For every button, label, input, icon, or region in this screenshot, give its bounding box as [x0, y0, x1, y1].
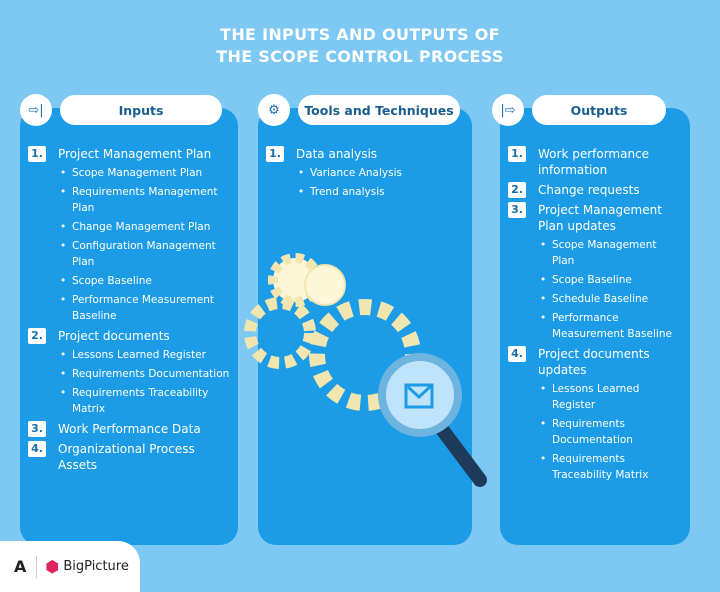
- tools-card: 1. Data analysisVariance AnalysisTrend an…: [258, 108, 472, 545]
- brand-logo: A ⬢ BigPicture: [0, 541, 140, 592]
- list-item: 4. Organizational Process Assets: [28, 441, 230, 473]
- outputs-label: Outputs: [532, 95, 666, 125]
- sub-item: Scope Baseline: [508, 272, 682, 288]
- outputs-header: |⇨ Outputs: [492, 94, 666, 126]
- item-text: Work Performance Data: [58, 422, 201, 436]
- sub-item: Scope Management Plan: [28, 165, 230, 181]
- item-text: Work performance information: [538, 147, 650, 177]
- inputs-card: 1. Project Management PlanScope Managemen…: [20, 108, 238, 545]
- input-arrow-icon: ⇨|: [20, 94, 52, 126]
- item-text: Organizational Process Assets: [58, 442, 195, 472]
- page-title: THE INPUTS AND OUTPUTS OF THE SCOPE CONT…: [216, 25, 504, 66]
- sub-item: Performance Measurement Baseline: [28, 292, 230, 324]
- gears-magnifier-illustration: [244, 253, 487, 487]
- sub-item: Scope Baseline: [28, 273, 230, 289]
- item-text: Data analysis: [296, 147, 378, 161]
- sub-item: Requirements Traceability Matrix: [28, 385, 230, 417]
- item-number: 1.: [266, 146, 284, 162]
- item-number: 4.: [28, 441, 46, 457]
- sub-item: Scope Management Plan: [508, 237, 682, 269]
- inputs-label: Inputs: [60, 95, 222, 125]
- tools-header: ⚙ Tools and Techniques: [258, 94, 460, 126]
- sub-item: Change Management Plan: [28, 219, 230, 235]
- bigpicture-hex-icon: ⬢: [45, 557, 60, 576]
- item-number: 1.: [508, 146, 526, 162]
- item-text: Project Management Plan: [58, 147, 212, 161]
- sub-item: Lessons Learned Register: [28, 347, 230, 363]
- item-number: 3.: [28, 421, 46, 437]
- outputs-card: 1. Work performance information 2. Change r…: [500, 108, 690, 545]
- item-text: Project documents: [58, 329, 170, 343]
- item-text: Project documents updates: [538, 347, 650, 377]
- item-number: 3.: [508, 202, 526, 218]
- sub-item: Requirements Traceability Matrix: [508, 451, 682, 483]
- list-item: 4. Project documents updates: [508, 346, 682, 378]
- item-number: 4.: [508, 346, 526, 362]
- sub-item: Variance Analysis: [266, 165, 464, 181]
- sub-item: Trend analysis: [266, 184, 464, 200]
- list-item: 1. Data analysis: [266, 146, 464, 162]
- a-logo-icon: A: [14, 557, 27, 576]
- item-number: 2.: [508, 182, 526, 198]
- sub-item: Requirements Documentation: [508, 416, 682, 448]
- output-arrow-icon: |⇨: [492, 94, 524, 126]
- tools-label: Tools and Techniques: [298, 95, 460, 125]
- user-gear-icon: ⚙: [258, 94, 290, 126]
- list-item: 3. Work Performance Data: [28, 421, 230, 437]
- item-text: Project Management Plan updates: [538, 203, 662, 233]
- list-item: 1. Work performance information: [508, 146, 682, 178]
- list-item: 1. Project Management Plan: [28, 146, 230, 162]
- list-item: 3. Project Management Plan updates: [508, 202, 682, 234]
- item-text: Change requests: [538, 183, 640, 197]
- gear-icon: [304, 264, 346, 306]
- sub-item: Performance Measurement Baseline: [508, 310, 682, 342]
- sub-item: Requirements Documentation: [28, 366, 230, 382]
- sub-item: Configuration Management Plan: [28, 238, 230, 270]
- inputs-header: ⇨| Inputs: [20, 94, 222, 126]
- sub-item: Requirements Management Plan: [28, 184, 230, 216]
- list-item: 2. Project documents: [28, 328, 230, 344]
- item-number: 2.: [28, 328, 46, 344]
- brand-name: BigPicture: [63, 559, 129, 574]
- list-item: 2. Change requests: [508, 182, 682, 198]
- item-number: 1.: [28, 146, 46, 162]
- sub-item: Schedule Baseline: [508, 291, 682, 307]
- sub-item: Lessons Learned Register: [508, 381, 682, 413]
